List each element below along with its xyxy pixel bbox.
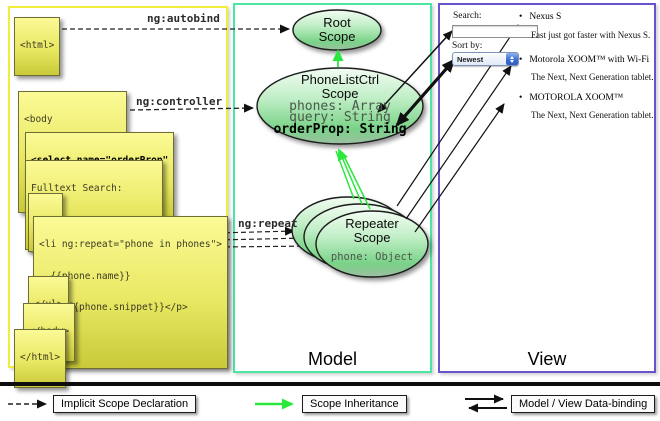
databind-query-arrow-b [377,30,453,113]
root-scope-title: Root Scope [289,16,385,44]
code-line: </html> [20,352,61,363]
sort-by-label: Sort by: [452,41,483,51]
phone-list-item: • Nexus S [519,12,561,22]
ng-repeat-label: ng:repeat [238,217,298,230]
model-panel: Model [233,3,432,373]
sort-dropdown-value: Newest [457,54,484,64]
dropdown-stepper-icon [506,53,518,65]
scope-prop-orderprop: orderProp: String [273,121,407,137]
bullet-icon: • [519,12,523,22]
phonelistctrl-scope-ellipse [256,67,424,145]
root-scope-title-line2: Scope [318,28,356,44]
legend-scope-inheritance-label: Scope Inheritance [302,395,407,413]
model-panel-title: Model [307,349,358,369]
root-scope-title-line1: Root [323,15,351,30]
repeater-scope-title: Repeater Scope [312,217,432,245]
phone-description: The Next, Next Generation tablet. [531,110,654,120]
phone-description: The Next, Next Generation tablet. [531,72,654,82]
bullet-icon: • [519,55,523,65]
code-line: <html> [20,40,55,51]
inheritance-arrow-repeater-3 [341,151,371,210]
repeater-item-arrow-3 [414,103,505,233]
phone-list-item: • Motorola XOOM™ with Wi-Fi [519,55,649,65]
scope-prop-phones: phones: Array [289,99,391,114]
code-box-html-close: </html> [14,329,67,388]
ng-repeat-arrow-1 [216,226,295,236]
repeater-scope-prop: phone: Object [330,251,414,263]
phone-description: Fast just got faster with Nexus S. [531,30,651,40]
phonelistctrl-scope-title: PhoneListCtrl Scope [257,73,423,101]
repeater-title-line2: Scope [353,229,391,245]
search-label: Search: [453,11,482,21]
databind-orderprop-arrow-b [395,58,456,126]
code-line: <li ng:repeat="phone in phones"> [39,239,223,250]
phonelistctrl-title-line1: PhoneListCtrl [300,72,380,87]
phone-list-item: • MOTOROLA XOOM™ [519,93,623,103]
phone-name: MOTOROLA XOOM™ [529,93,624,103]
phone-name: Nexus S [529,12,562,22]
phonelistctrl-scope-props: phones: Array query: String orderProp: S… [259,99,421,137]
inheritance-arrow-repeater-2 [337,148,363,205]
ng-repeat-arrow-2 [216,233,307,243]
legend-separator [0,382,660,386]
repeater-item-arrow-2 [405,65,512,220]
phone-name: Motorola XOOM™ with Wi-Fi [529,55,650,65]
view-panel-title: View [527,349,567,369]
code-line: Fulltext Search: [31,183,123,194]
phonelistctrl-title-line2: Scope [321,85,359,101]
repeater-title-line1: Repeater [345,216,399,231]
code-line: <p>{{phone.snippet}}</p> [39,302,188,313]
ng-controller-label: ng:controller [136,95,223,108]
code-box-html-open: <html> [14,17,61,76]
sort-dropdown[interactable]: Newest [452,52,519,66]
ng-autobind-label: ng:autobind [147,12,220,25]
ng-controller-arrow [129,103,254,113]
repeater-scope-ellipse-front [315,210,429,278]
legend-databinding-label: Model / View Data-binding [511,395,656,413]
code-line: <body [24,114,53,125]
bullet-icon: • [519,93,523,103]
scope-prop-query: query: String [289,110,391,126]
legend-implicit-scope-label: Implicit Scope Declaration [53,395,197,413]
search-input[interactable] [452,25,538,38]
code-line: {{phone.name}} [39,270,131,282]
